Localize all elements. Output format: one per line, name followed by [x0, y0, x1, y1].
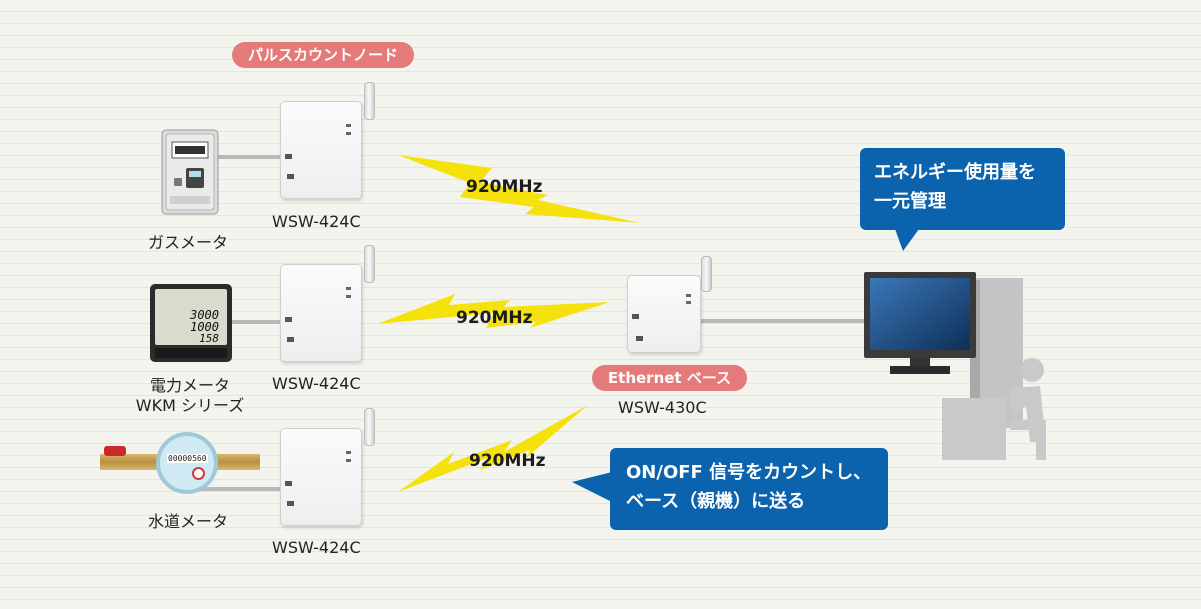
water-meter-label: 水道メータ: [148, 512, 229, 531]
gas-to-node-cable: [218, 155, 282, 159]
ethernet-base-label: Ethernet ベース: [592, 365, 747, 391]
base-model-label: WSW-430C: [618, 398, 707, 417]
node-model-label-1: WSW-424C: [272, 212, 361, 231]
energy-callout-line2: 一元管理: [874, 191, 946, 212]
power-reading-mid: 1000: [190, 320, 219, 334]
onoff-callout-tail: [572, 472, 612, 502]
pulse-node-device-1: [280, 101, 362, 199]
frequency-label-2: 920MHz: [456, 308, 533, 328]
frequency-label-3: 920MHz: [469, 451, 546, 471]
node-model-label-2: WSW-424C: [272, 374, 361, 393]
power-reading-bottom: 158: [199, 332, 219, 345]
valve-handle-icon: [104, 446, 126, 456]
gas-meter-label: ガスメータ: [148, 233, 229, 252]
onoff-callout-line2: ベース（親機）に送る: [626, 491, 806, 512]
power-meter-label-line1: 電力メータ: [149, 376, 230, 395]
water-dial-small-icon: [192, 467, 205, 480]
water-meter-dial: 00000560: [156, 432, 218, 494]
ethernet-base-device: [627, 275, 701, 353]
onoff-callout-line1: ON/OFF 信号をカウントし、: [626, 462, 872, 483]
power-meter-buttons: [155, 348, 227, 358]
antenna-icon-2: [364, 245, 375, 283]
gas-meter-icon: [160, 128, 220, 216]
water-meter-icon: 00000560: [100, 432, 260, 494]
computer-icon: [860, 270, 1050, 462]
antenna-icon-1: [364, 82, 375, 120]
lightning-bolt-2: [377, 294, 610, 328]
power-to-node-cable: [232, 320, 282, 324]
antenna-icon-3: [364, 408, 375, 446]
node-model-label-3: WSW-424C: [272, 538, 361, 557]
energy-callout-line1: エネルギー使用量を: [874, 162, 1036, 183]
power-meter-screen: 3000 1000 158: [155, 289, 227, 345]
pulse-count-node-label: パルスカウントノード: [232, 42, 414, 68]
water-counter: 00000560: [167, 454, 208, 463]
antenna-icon-base: [701, 256, 712, 292]
frequency-label-1: 920MHz: [466, 177, 543, 197]
power-meter-icon: 3000 1000 158: [150, 284, 232, 362]
energy-management-callout: エネルギー使用量を 一元管理: [860, 148, 1065, 230]
lightning-bolt-1: [398, 155, 640, 223]
lightning-bolt-3: [398, 405, 588, 492]
power-reading-top: 3000: [190, 308, 219, 322]
energy-callout-tail: [895, 229, 919, 251]
base-to-pc-cable: [700, 319, 868, 323]
pulse-node-device-3: [280, 428, 362, 526]
onoff-description-callout: ON/OFF 信号をカウントし、 ベース（親機）に送る: [610, 448, 888, 530]
power-meter-label-line2: WKM シリーズ: [135, 396, 245, 415]
pulse-node-device-2: [280, 264, 362, 362]
water-to-node-cable: [200, 487, 282, 491]
